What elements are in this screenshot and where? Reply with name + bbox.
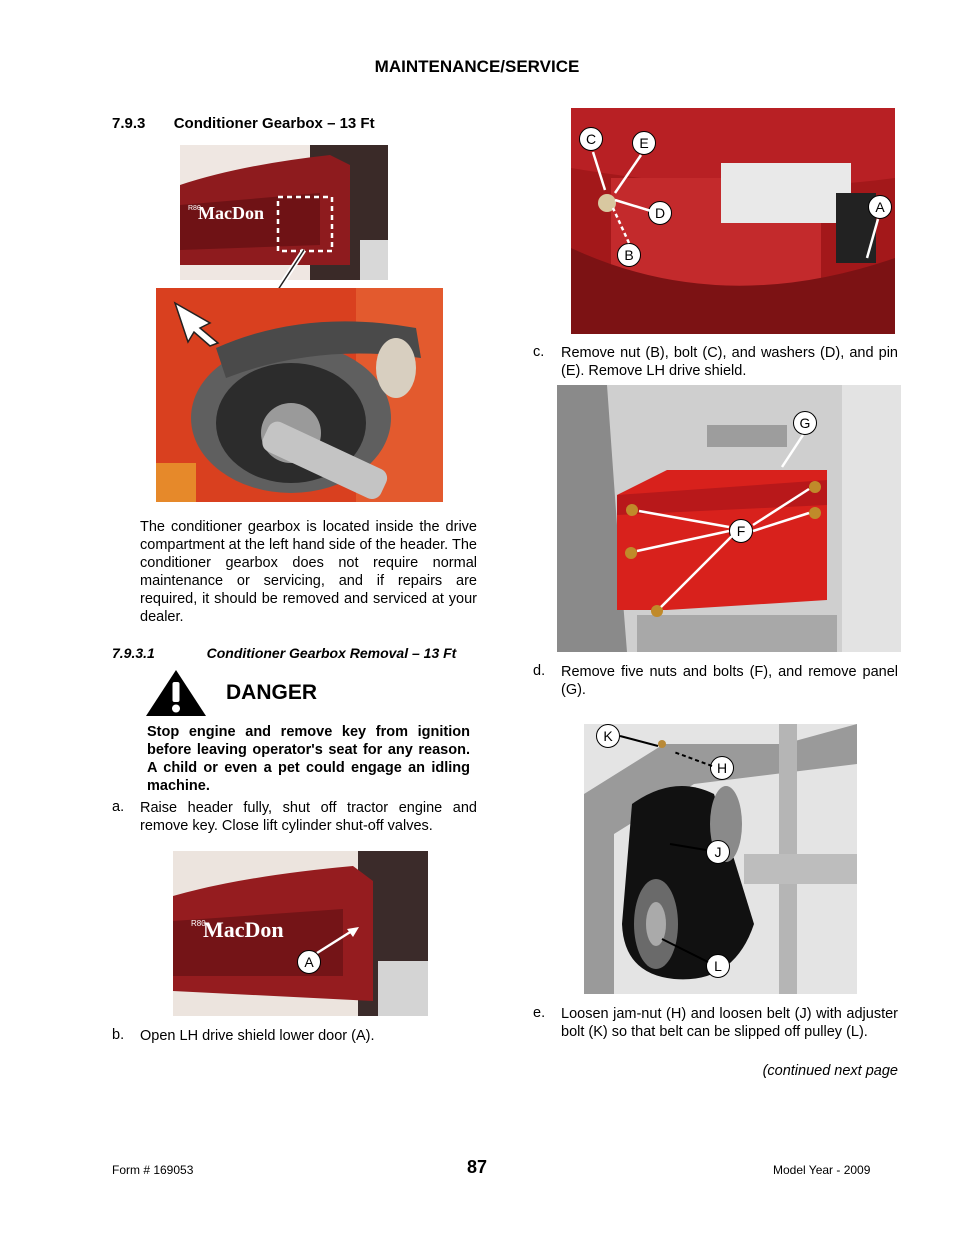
- brand-logo: MacDon: [198, 203, 264, 223]
- step-b-text: Open LH drive shield lower door (A).: [140, 1028, 375, 1044]
- belt-drawing: K H J L: [584, 724, 857, 994]
- panel-drawing: G F: [557, 385, 901, 652]
- callout-c: C: [579, 127, 603, 151]
- subsection-heading: 7.9.3.1 Conditioner Gearbox Removal – 13…: [112, 645, 456, 661]
- subsection-number: 7.9.3.1: [112, 645, 155, 661]
- step-letter: b.: [112, 1027, 125, 1043]
- section-number: 7.9.3: [112, 115, 146, 132]
- brand-model: R80: [188, 205, 201, 212]
- step-letter: d.: [533, 663, 546, 679]
- danger-text: Stop engine and remove key from ignition…: [147, 724, 470, 794]
- callout-a: A: [297, 950, 321, 974]
- callout-e: E: [632, 131, 656, 155]
- pointer-arrow-icon: [173, 301, 220, 347]
- step-letter: c.: [533, 344, 545, 360]
- step-letter: e.: [533, 1005, 546, 1021]
- step-c-text: Remove nut (B), bolt (C), and washers (D…: [561, 345, 898, 379]
- gearbox-closeup-photo: [156, 288, 443, 502]
- shield-pin-photo: C E D A B: [571, 108, 895, 334]
- intro-paragraph: The conditioner gearbox is located insid…: [140, 519, 477, 625]
- callout-h: H: [710, 756, 734, 780]
- footer-form-number: Form # 169053: [112, 1163, 194, 1177]
- section-heading: 7.9.3 Conditioner Gearbox – 13 Ft: [112, 115, 375, 132]
- callout-d: D: [648, 201, 672, 225]
- callout-a: A: [868, 195, 892, 219]
- callout-arrow: [316, 927, 359, 955]
- continued-note: (continued next page: [762, 1063, 898, 1079]
- step-letter: a.: [112, 799, 125, 815]
- callout-arrows: [636, 434, 810, 608]
- warning-triangle-icon: [146, 670, 206, 716]
- callout-arrows: [591, 151, 880, 259]
- step-e-text: Loosen jam-nut (H) and loosen belt (J) w…: [561, 1006, 898, 1040]
- callout-arrows: [619, 735, 713, 963]
- callout-b: B: [617, 243, 641, 267]
- callout-l: L: [706, 954, 730, 978]
- header-overview-photo: MacDon R80: [180, 145, 388, 280]
- callout-g: G: [793, 411, 817, 435]
- subsection-title: Conditioner Gearbox Removal – 13 Ft: [206, 645, 457, 661]
- step-d-text: Remove five nuts and bolts (F), and remo…: [561, 664, 898, 698]
- callout-f: F: [729, 519, 753, 543]
- callout-k: K: [596, 724, 620, 748]
- brand-logo: MacDon: [203, 917, 284, 942]
- danger-label: DANGER: [226, 681, 318, 704]
- callout-j: J: [706, 840, 730, 864]
- footer-model-year: Model Year - 2009: [773, 1163, 871, 1177]
- brand-model: R80: [191, 919, 206, 928]
- section-title: Conditioner Gearbox – 13 Ft: [173, 115, 375, 132]
- step-a-text: Raise header fully, shut off tractor eng…: [140, 800, 477, 834]
- page-header: MAINTENANCE/SERVICE: [374, 57, 580, 76]
- drive-shield-photo: MacDon R80 A: [173, 851, 428, 1016]
- page-number: 87: [466, 1157, 488, 1177]
